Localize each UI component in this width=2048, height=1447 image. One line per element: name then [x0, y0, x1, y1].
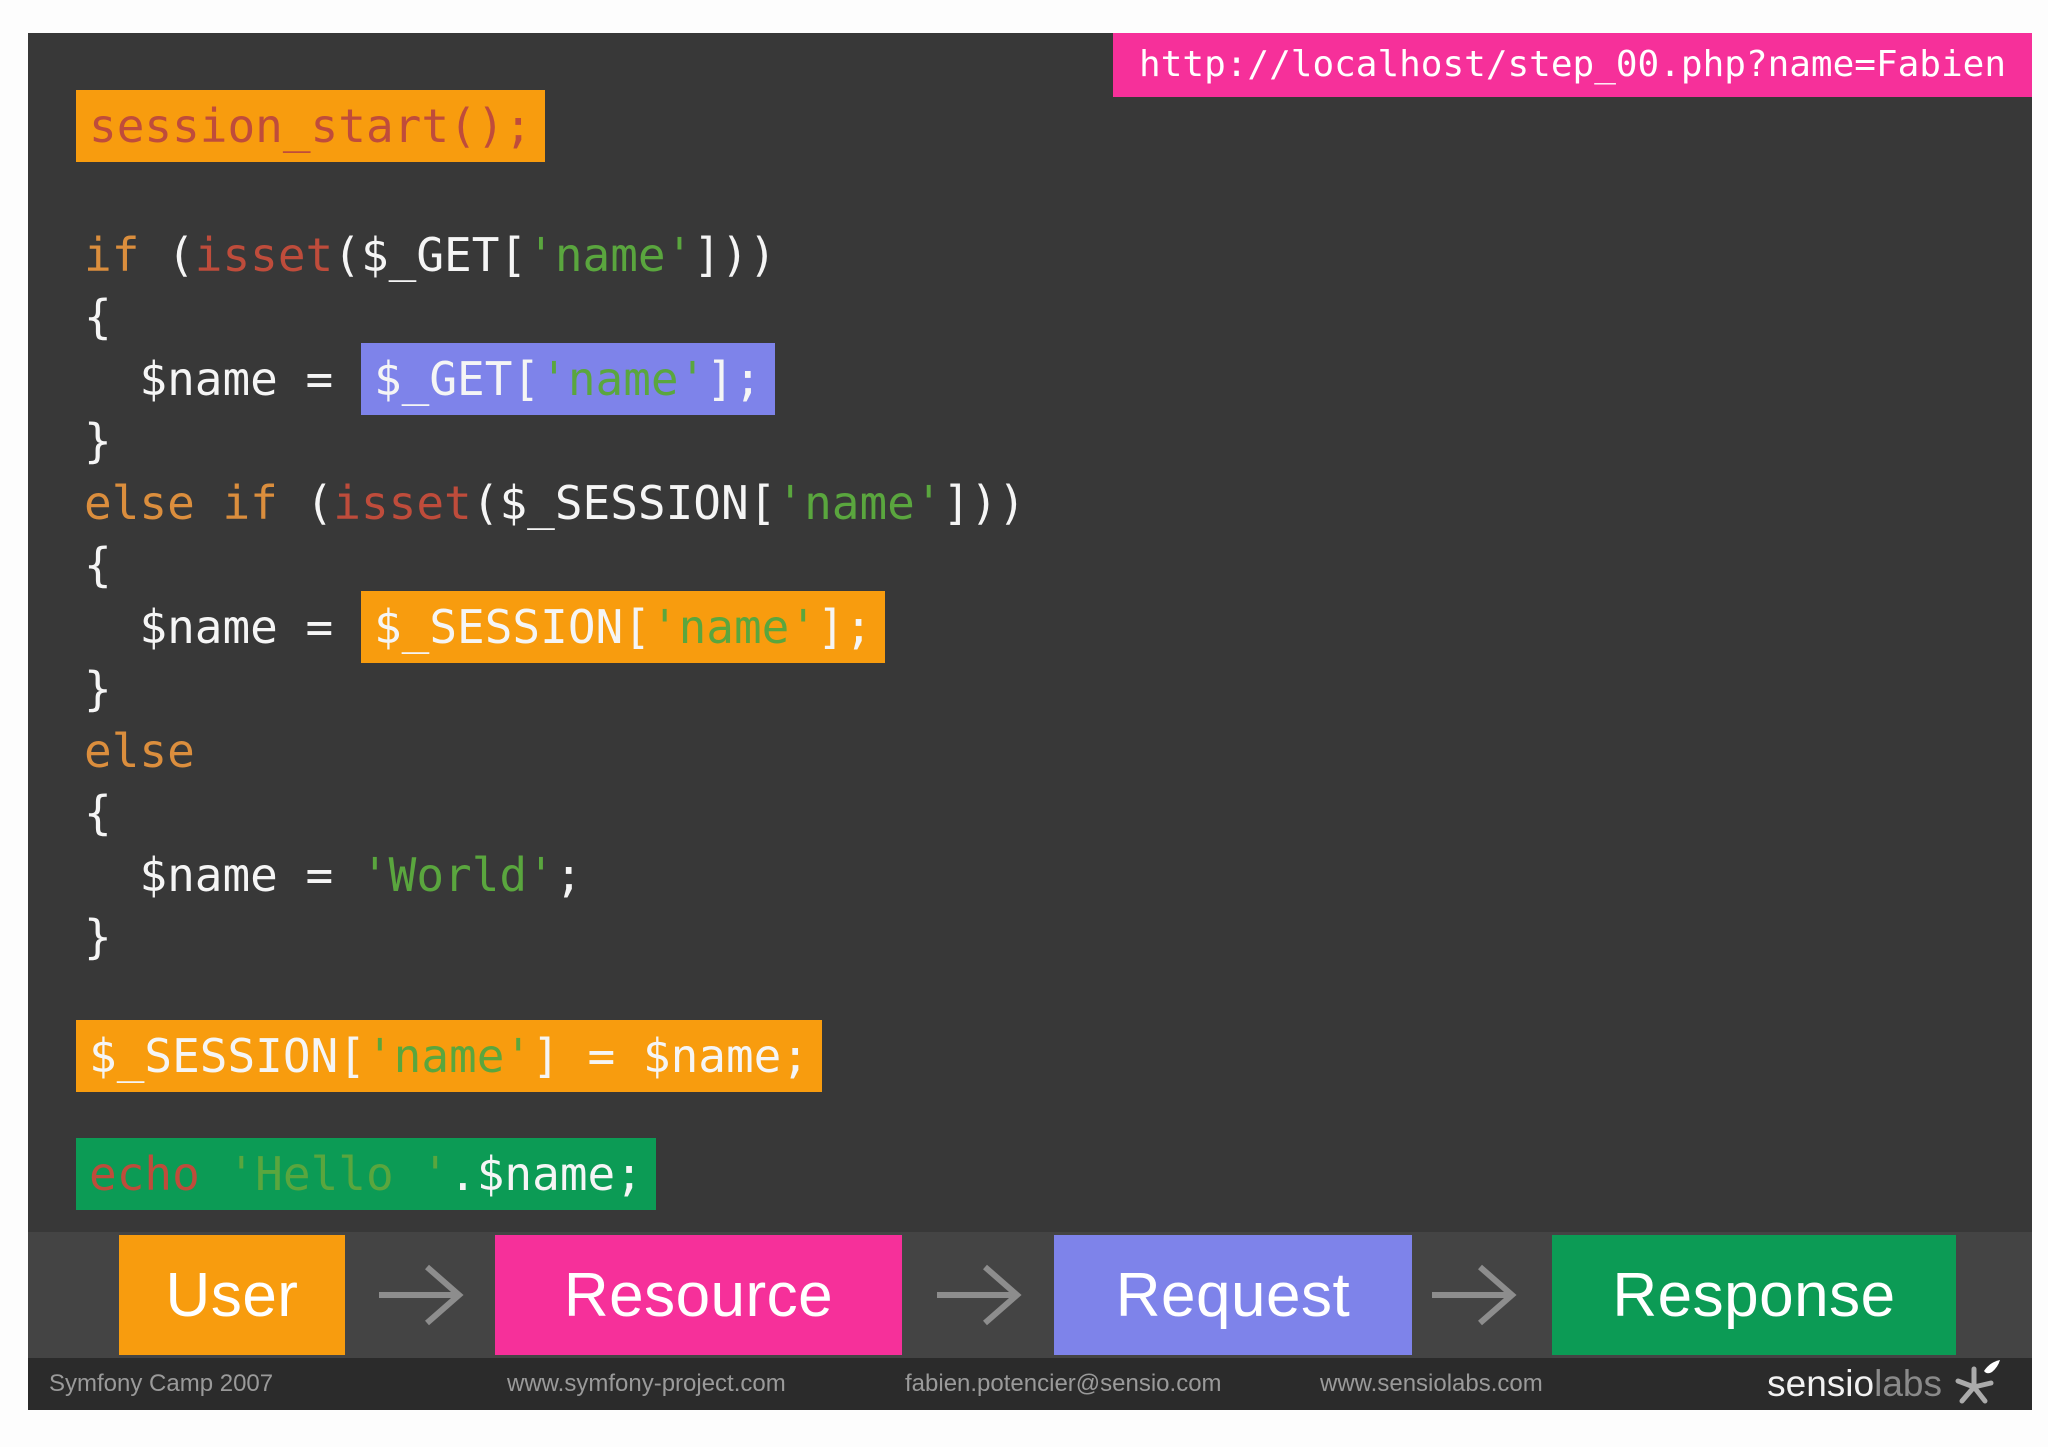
footer-event-name: Symfony Camp 2007: [49, 1370, 274, 1397]
asterisk-icon: [1955, 1360, 2000, 1404]
arrow-right-icon: [937, 1264, 1022, 1326]
flow-step-user: User: [119, 1235, 345, 1355]
url-banner: http://localhost/step_00.php?name=Fabien: [1113, 33, 2032, 97]
sensiolabs-logo-labs: labs: [1874, 1363, 1942, 1404]
sensiolabs-logo-sensio: sensio: [1767, 1363, 1875, 1404]
footer-sensiolabs-url: www.sensiolabs.com: [1320, 1370, 1543, 1397]
slide-canvas: http://localhost/step_00.php?name=Fabien…: [28, 33, 2032, 1410]
arrow-right-icon: [1432, 1264, 1517, 1326]
footer-bar: Symfony Camp 2007 www.symfony-project.co…: [28, 1358, 2032, 1410]
code-session-assign: $_SESSION['name'] = $name;: [76, 1020, 823, 1092]
flow-diagram: User Resource Request Response: [28, 1232, 2032, 1358]
footer-symfony-url: www.symfony-project.com: [507, 1370, 786, 1397]
footer-email: fabien.potencier@sensio.com: [905, 1370, 1222, 1397]
code-session-start: session_start();: [76, 90, 546, 162]
code-block-main: if (isset($_GET['name'])){ $name = $_GET…: [84, 228, 1026, 964]
code-echo-statement: echo 'Hello '.$name;: [76, 1138, 656, 1210]
flow-step-request: Request: [1054, 1235, 1412, 1355]
arrow-right-icon: [379, 1264, 464, 1326]
flow-step-response: Response: [1552, 1235, 1956, 1355]
flow-step-resource: Resource: [495, 1235, 902, 1355]
